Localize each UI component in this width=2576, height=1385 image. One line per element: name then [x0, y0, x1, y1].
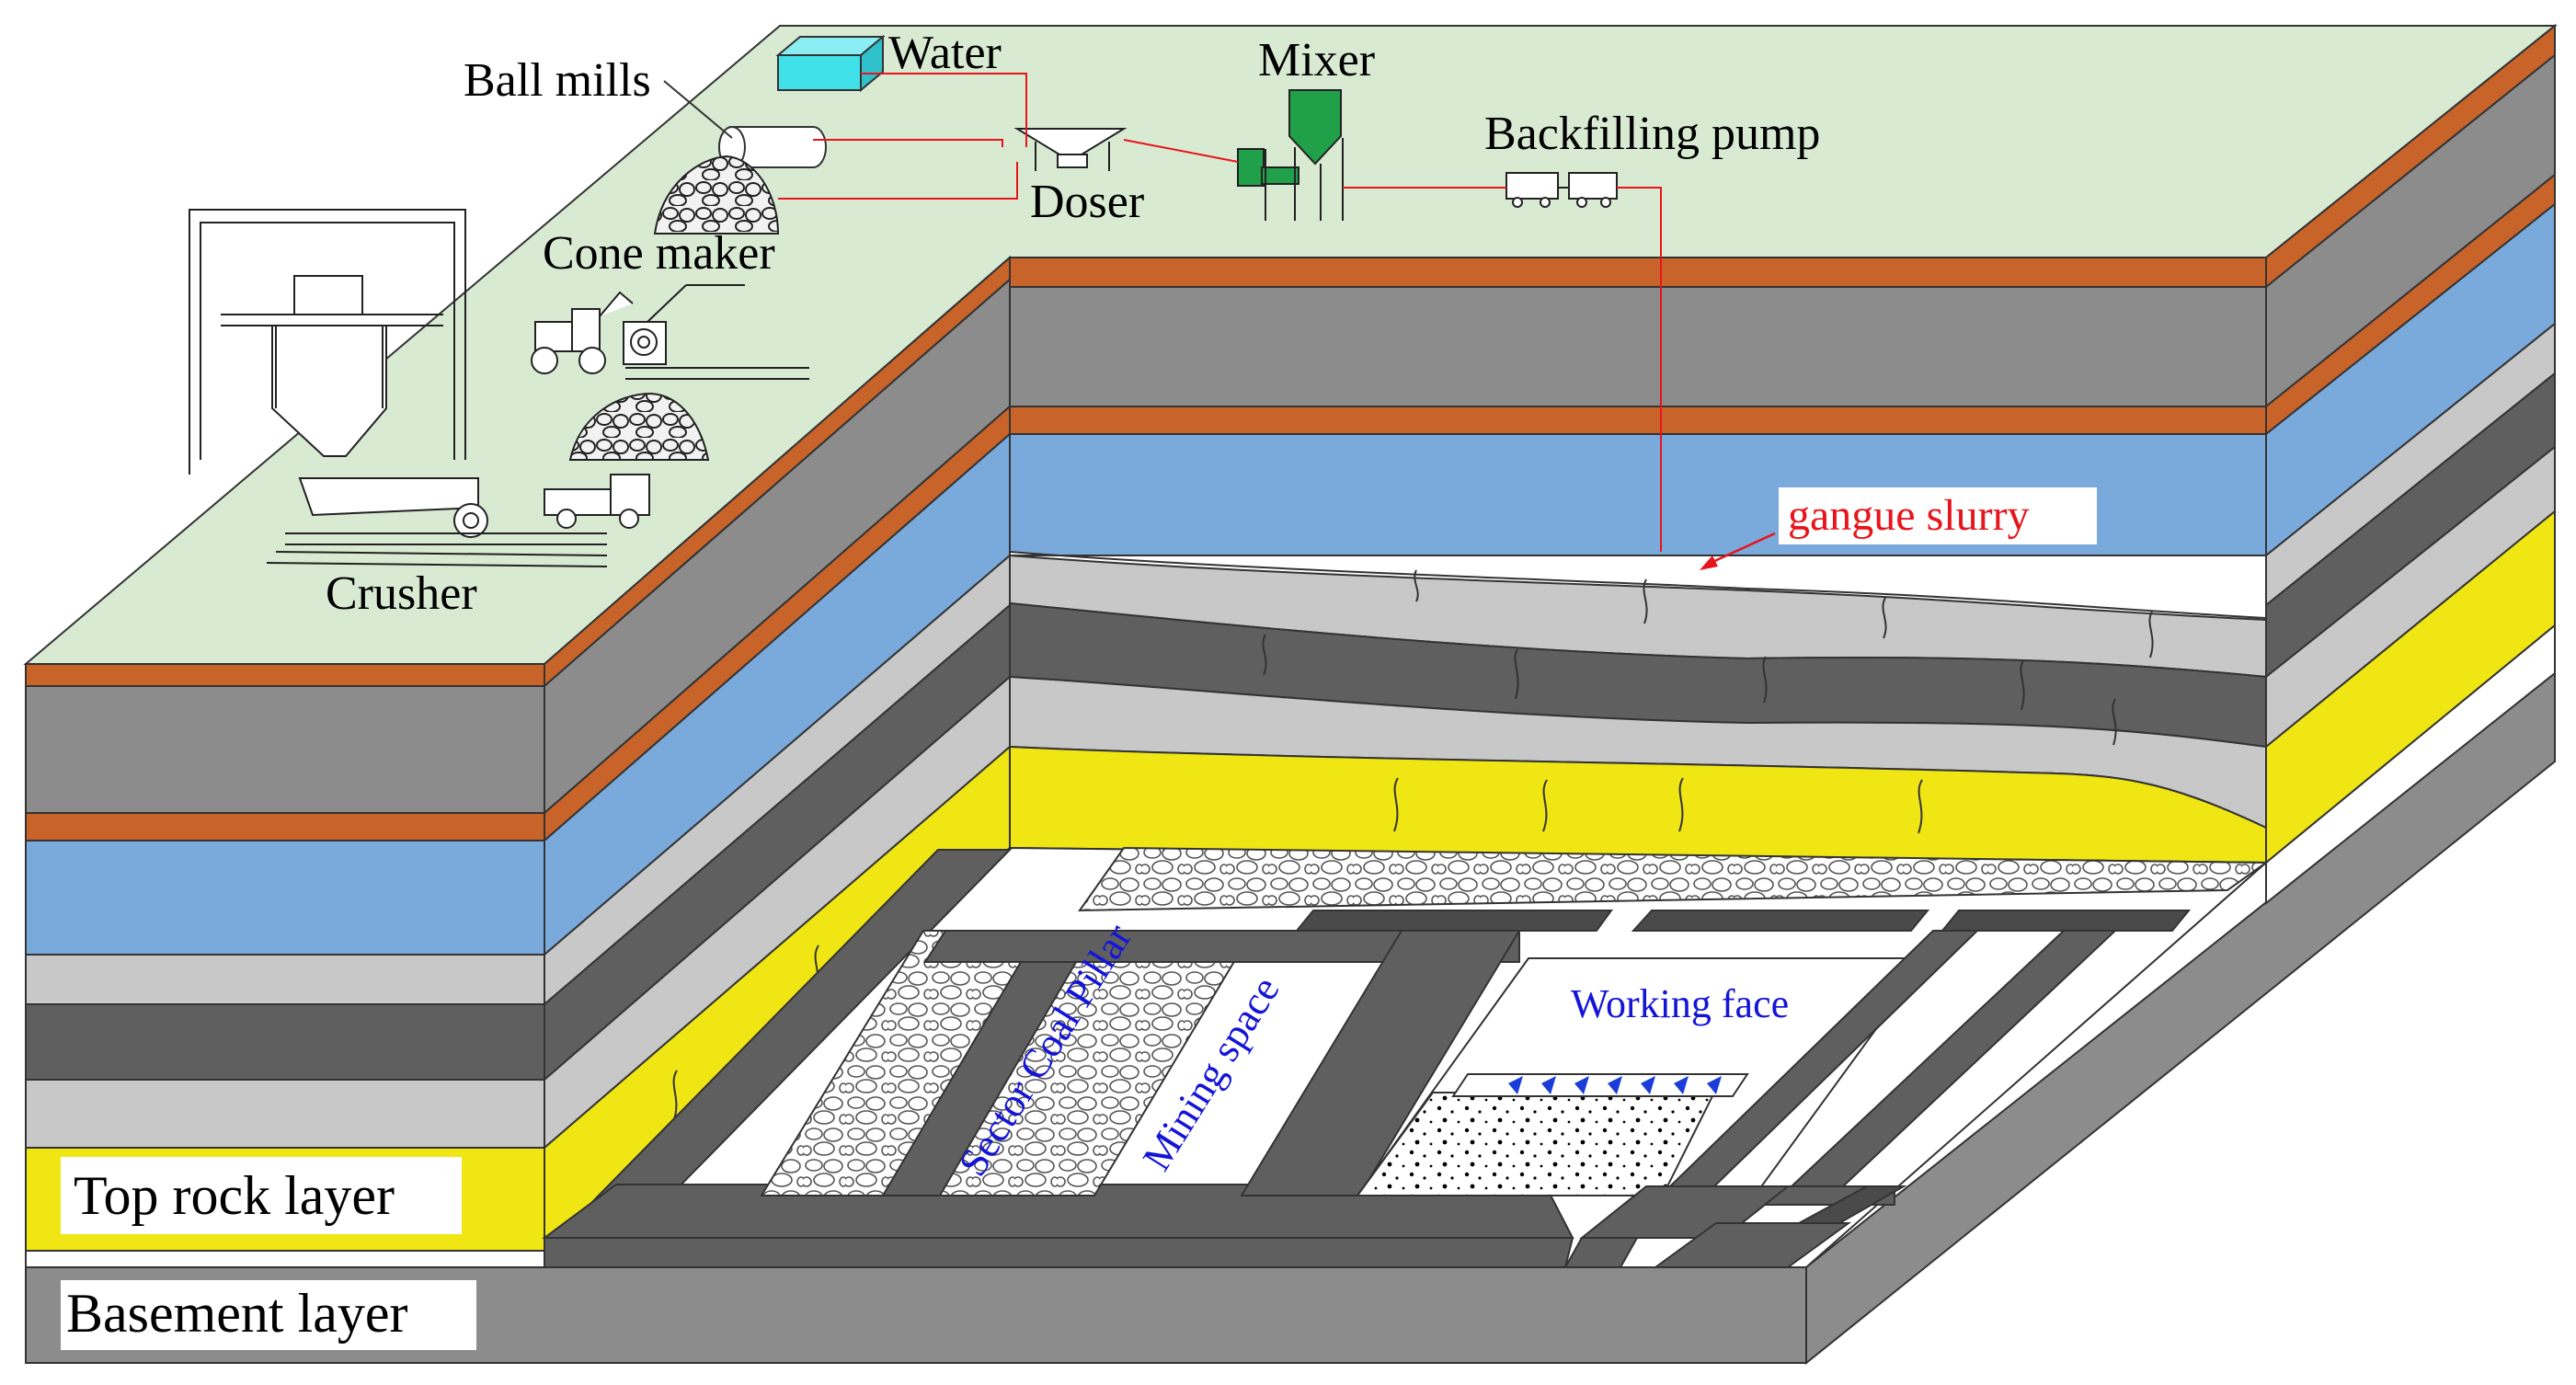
loader-vehicle [531, 291, 634, 374]
right-pillars [1563, 930, 2118, 1268]
right-side-strata [1805, 23, 2556, 1366]
ball-mill [718, 126, 827, 168]
coal-pillars [881, 910, 2192, 1196]
roadways [541, 849, 1574, 1268]
backfilling-pump-label: Backfilling pump [1484, 108, 1820, 160]
mixer [1237, 89, 1344, 221]
ball-mill-leader [663, 80, 733, 139]
basement-label-box [61, 1280, 476, 1350]
gangue-slurry-label-box [1779, 487, 2097, 544]
top-rock-label-box [61, 1157, 462, 1234]
gob-fill-back [1078, 846, 2270, 912]
back-wall-strata [1009, 257, 2267, 864]
mixer-label: Mixer [1258, 34, 1375, 86]
cone-maker-label: Cone maker [543, 227, 775, 280]
dump-truck [544, 474, 650, 529]
ball-mills-label: Ball mills [464, 54, 651, 107]
cone-maker [623, 284, 809, 380]
basement-layer-label: Basement layer [66, 1283, 408, 1344]
gangue-slurry-label: gangue slurry [1788, 491, 2030, 540]
slurry-pipeline [778, 73, 1662, 552]
hydraulic-supports [1451, 1073, 1749, 1097]
water-tank [775, 34, 886, 93]
left-side-strata [544, 255, 1011, 1253]
top-rock-layer-label: Top rock layer [74, 1165, 395, 1226]
water-label: Water [888, 27, 1002, 79]
working-face-label: Working face [1571, 981, 1789, 1026]
doser-label: Doser [1030, 176, 1144, 228]
gravel-piles [568, 155, 780, 461]
backfilling-pump [1506, 172, 1618, 208]
crusher-structure [189, 209, 608, 567]
crusher-label: Crusher [326, 567, 477, 620]
doser [1013, 128, 1128, 171]
gangue-slurry-arrow [1700, 532, 1776, 570]
